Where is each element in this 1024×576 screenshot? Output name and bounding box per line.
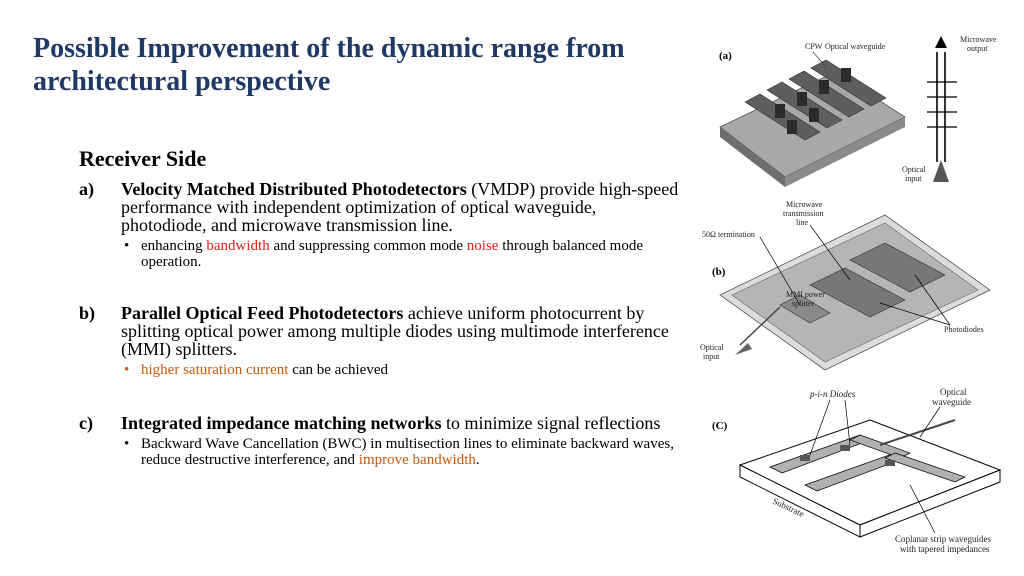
bullet-dot-icon: • [124,238,130,254]
item-text: (VMDP) provide high-speed performance wi… [121,179,679,235]
figure-a: (a) CPW Optical waveguide Microwave o [705,32,1005,187]
label-input: input [905,174,922,183]
slide-title: Possible Improvement of the dynamic rang… [33,33,625,97]
item-bold: Parallel Optical Feed Photodetectors [121,303,404,323]
item-bold: Velocity Matched Distributed Photodetect… [121,179,467,199]
section-heading: Receiver Side [79,146,207,171]
label-microwave: Microwave [960,35,997,44]
sub-bullet-c: • Backward Wave Cancellation (BWC) in mu… [121,436,679,468]
label-optical: Optical [700,343,724,352]
label-optical: Optical [940,387,967,397]
label-pin-diodes: p-i-n Diodes [809,389,856,399]
item-marker: a) [79,179,94,199]
sub-bullet-b: • higher saturation current can be achie… [121,362,679,378]
bullet-text: and suppressing common mode [269,238,467,254]
bullet-text: Backward Wave Cancellation (BWC) in mult… [141,436,674,468]
item-text: achieve uniform photocurrent by splittin… [121,303,669,359]
highlight-saturation: higher saturation current [141,362,289,378]
item-marker: c) [79,413,93,433]
bullet-text: can be achieved [288,362,388,378]
figure-a-diagram: (a) CPW Optical waveguide Microwave o [719,35,997,187]
figure-c-diagram: (C) p-i-n Diodes Optical waveguide Subst… [712,387,1002,554]
label-termination: 50Ω termination [702,230,755,239]
label-tapered-impedances: with tapered impedances [900,544,990,554]
figure-c: (C) p-i-n Diodes Optical waveguide Subst… [710,385,1010,565]
figure-c-tag: (C) [712,420,728,432]
highlight-noise: noise [466,238,499,254]
item-text: to minimize signal reflections [441,413,661,433]
label-mmi-power: MMI power [786,290,825,299]
label-waveguide: waveguide [932,397,971,407]
label-line: line [796,218,808,227]
sub-bullet-a: • enhancing bandwidth and suppressing co… [121,238,679,270]
figure-b-diagram: (b) Microwave transmission line 50Ω term… [700,200,991,371]
item-b: b) Parallel Optical Feed Photodetectors … [79,304,679,358]
label-optical: Optical [902,165,926,174]
label-input: input [703,352,720,361]
figure-b: (b) Microwave transmission line 50Ω term… [700,195,1000,375]
item-a: a) Velocity Matched Distributed Photodet… [79,180,679,234]
label-splitter: splitter [792,299,815,308]
item-marker: b) [79,303,96,323]
bullet-text: through balanced mode operation. [141,238,643,270]
bullet-dot-icon: • [124,436,130,452]
label-microwave: Microwave [786,200,823,209]
bullet-text: enhancing [141,238,207,254]
bullet-text: . [475,452,480,468]
label-cpw: CPW [805,42,823,51]
highlight-improve-bandwidth: improve bandwidth [358,452,476,468]
item-c: c) Integrated impedance matching network… [79,414,679,432]
figure-a-tag: (a) [719,50,732,62]
label-coplanar-strip: Coplanar strip waveguides [895,534,991,544]
figure-b-tag: (b) [712,266,726,278]
highlight-bandwidth: bandwidth [206,238,270,254]
label-output: output [967,44,988,53]
bullet-dot-icon: • [124,362,130,378]
label-photodiodes: Photodiodes [944,325,984,334]
content-area: Receiver Side a) Velocity Matched Distri… [79,146,679,468]
label-transmission: transmission [783,209,823,218]
label-optical-waveguide: Optical waveguide [825,42,886,51]
item-bold: Integrated impedance matching networks [121,413,442,433]
